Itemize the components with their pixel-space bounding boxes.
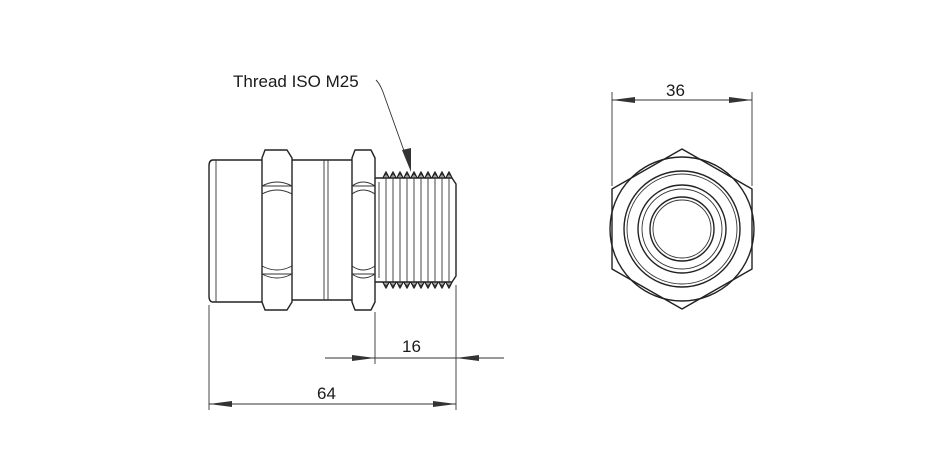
thread-crests bbox=[382, 171, 453, 289]
inner-ring bbox=[637, 184, 727, 274]
dimension-total-length: 64 bbox=[208, 285, 457, 410]
outer-ring bbox=[623, 170, 741, 288]
hex-outline bbox=[611, 148, 753, 310]
middle-neck bbox=[292, 159, 352, 301]
thread-callout: Thread ISO M25 bbox=[233, 72, 411, 172]
side-view bbox=[208, 149, 457, 311]
right-hex-nut bbox=[351, 149, 376, 311]
end-view bbox=[609, 148, 755, 310]
dimension-thread-length: 16 bbox=[325, 312, 504, 364]
total-length-label: 64 bbox=[317, 384, 336, 403]
hex-chamfer-circle bbox=[609, 156, 755, 302]
across-flats-label: 36 bbox=[666, 81, 685, 100]
left-hex-nut bbox=[261, 149, 293, 311]
threaded-section bbox=[375, 171, 457, 289]
thread-length-label: 16 bbox=[402, 337, 421, 356]
thread-callout-text: Thread ISO M25 bbox=[233, 72, 359, 91]
left-sleeve bbox=[208, 159, 262, 303]
dimension-across-flats: 36 bbox=[611, 81, 753, 186]
bore bbox=[649, 196, 715, 262]
